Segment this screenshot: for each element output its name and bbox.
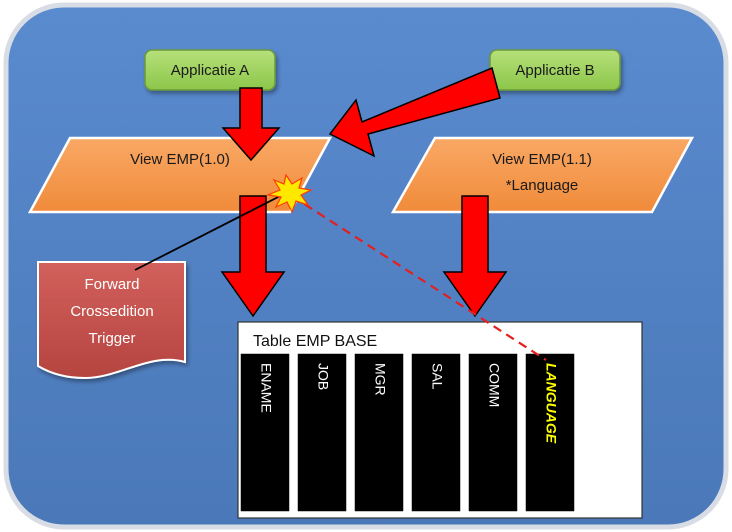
table-columns: ENAME JOB MGR SAL COMM LANGUAGE [239,352,576,513]
column-job [296,352,348,513]
app-a-box [144,49,276,91]
app-a-label: Applicatie A [171,62,249,79]
view-emp-1-0-label: View EMP(1.0) [130,151,230,168]
column-label-mgr: MGR [372,363,388,396]
column-comm [467,352,519,513]
column-mgr [353,352,405,513]
trigger-burst-icon [265,173,313,214]
column-label-language: LANGUAGE [543,363,559,444]
view-emp-1-1-label: View EMP(1.1) [492,151,592,168]
column-label-sal: SAL [429,363,445,390]
view-emp-1-1-language: *Language [506,177,579,194]
view-emp-1-1 [390,136,695,214]
column-language [524,352,576,513]
arrow-view-1-0-to-table [220,195,286,318]
table-title: Table EMP BASE [253,333,377,350]
arrow-app-a-to-view [221,87,281,162]
trigger-document [37,261,186,380]
arrow-app-b-to-view [328,66,501,158]
trigger-label-line1: Forward [84,276,139,293]
column-sal [410,352,462,513]
column-label-job: JOB [315,363,331,390]
column-label-ename: ENAME [258,363,274,413]
trigger-label-line2: Crossedition [70,303,153,320]
trigger-label-line3: Trigger [89,330,136,347]
column-ename [239,352,291,513]
app-b-label: Applicatie B [515,62,594,79]
column-label-comm: COMM [486,363,502,407]
trigger-dashed-link [291,195,547,361]
arrow-view-1-1-to-table [442,195,508,318]
trigger-connector-line [134,192,287,271]
